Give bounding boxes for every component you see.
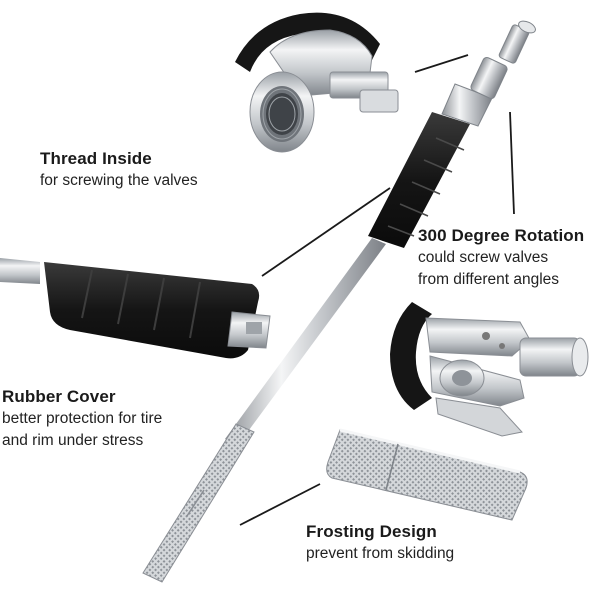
feature-desc: for screwing the valves	[40, 172, 198, 189]
feature-rubber-cover: Rubber Cover better protection for tire …	[2, 386, 162, 452]
rotation-joint-closeup	[390, 302, 589, 437]
feature-frosting-design: Frosting Design prevent from skidding	[306, 521, 454, 565]
knurled-handle-closeup	[326, 428, 528, 521]
feature-title: 300 Degree Rotation	[418, 226, 585, 245]
feature-title: Thread Inside	[40, 149, 152, 168]
feature-title: Frosting Design	[306, 522, 437, 541]
feature-desc: could screw valves	[418, 249, 549, 266]
feature-desc: prevent from skidding	[306, 545, 455, 562]
callout-lines	[239, 54, 515, 526]
valve-tool-photo	[142, 20, 536, 583]
feature-title: Rubber Cover	[2, 387, 116, 406]
feature-desc: from different angles	[418, 271, 560, 288]
thread-closeup	[235, 12, 399, 153]
feature-rotation: 300 Degree Rotation could screw valves f…	[418, 225, 584, 291]
feature-desc: better protection for tire	[2, 410, 163, 427]
feature-thread-inside: Thread Inside for screwing the valves	[40, 148, 198, 192]
feature-desc: and rim under stress	[2, 432, 144, 449]
rubber-closeup	[0, 258, 271, 359]
